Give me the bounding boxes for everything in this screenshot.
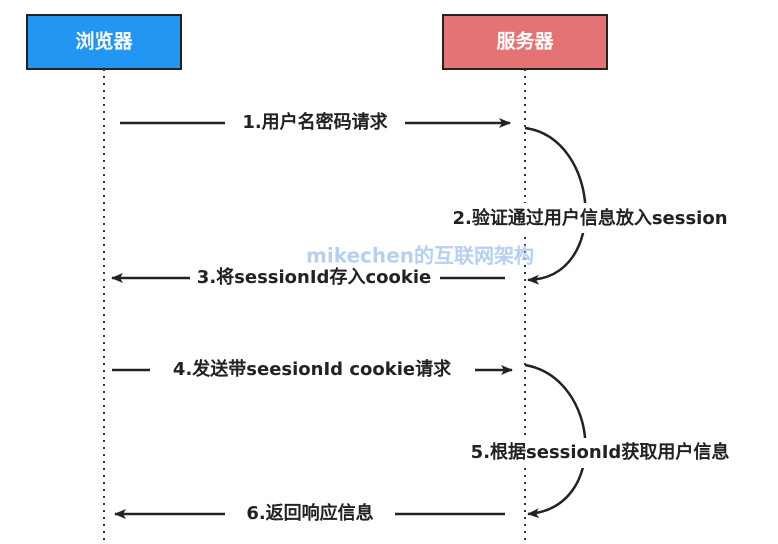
message-3: 3.将sessionId存入cookie	[111, 266, 505, 288]
message-6-label: 6.返回响应信息	[246, 502, 373, 524]
watermark: mikechen的互联网架构	[306, 244, 534, 268]
server-actor: 服务器	[442, 14, 608, 70]
browser-label: 浏览器	[75, 30, 133, 53]
message-4: 4.发送带seesionId cookie请求	[112, 358, 513, 380]
server-label: 服务器	[496, 30, 554, 53]
message-2: 2.验证通过用户信息放入session	[418, 126, 763, 285]
browser-actor: 浏览器	[26, 14, 182, 70]
message-1: 1.用户名密码请求	[120, 111, 511, 133]
message-6: 6.返回响应信息	[114, 502, 505, 524]
message-3-label: 3.将sessionId存入cookie	[197, 266, 431, 288]
message-4-label: 4.发送带seesionId cookie请求	[173, 358, 452, 380]
server-box	[442, 14, 608, 70]
message-2-label-bg	[418, 203, 763, 233]
message-2-label: 2.验证通过用户信息放入session	[452, 207, 727, 229]
browser-box	[26, 14, 182, 70]
message-5: 5.根据sessionId获取用户信息	[448, 363, 753, 519]
message-5-label: 5.根据sessionId获取用户信息	[471, 441, 730, 463]
message-1-label: 1.用户名密码请求	[242, 111, 388, 133]
message-5-label-bg	[448, 438, 753, 468]
